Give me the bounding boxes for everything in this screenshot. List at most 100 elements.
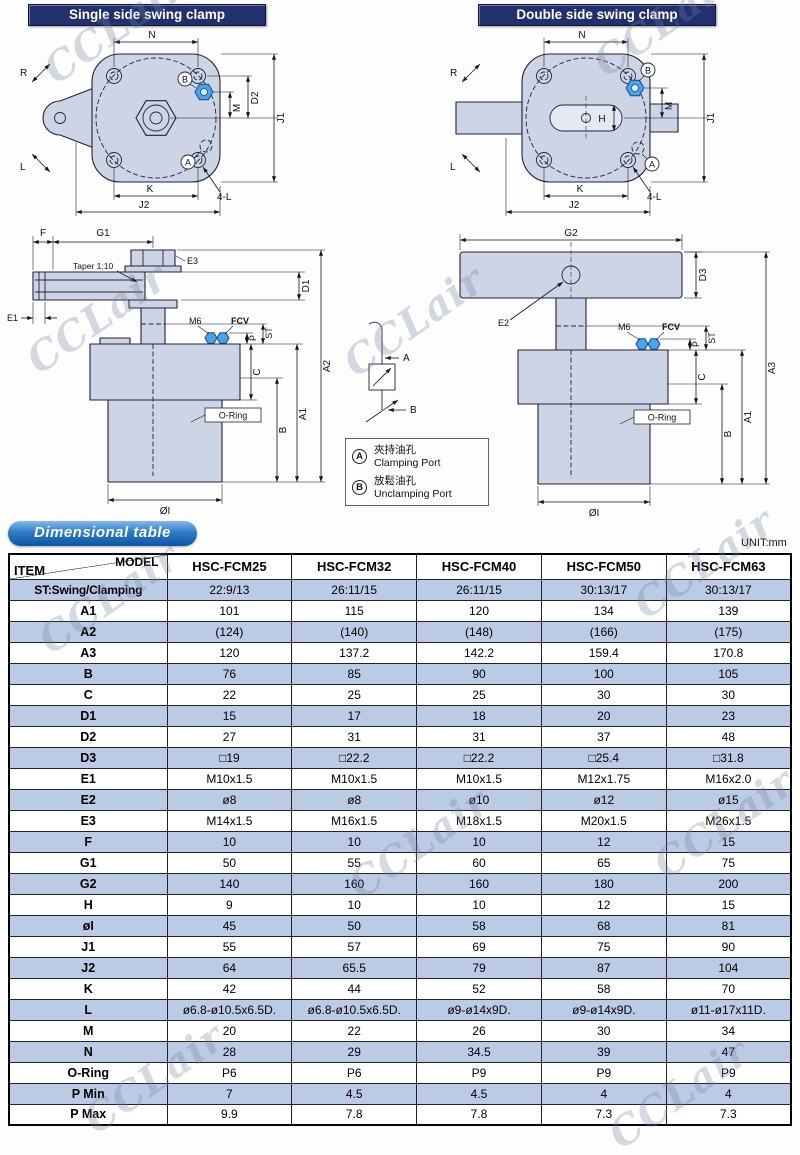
row-value-cell: M18x1.5: [416, 809, 542, 832]
double-clamp-side-body: [459, 242, 683, 485]
row-value-cell: 12: [540, 893, 667, 916]
row-value-cell: (166): [540, 620, 667, 643]
row-value-cell: 7.8: [416, 1103, 542, 1126]
row-item-label: M: [8, 1019, 168, 1042]
row-value-cell: 20: [540, 704, 667, 727]
row-value-cell: 4.5: [291, 1082, 418, 1105]
double-side-dimensions: G2 D3 E2 M6 FCV P ST C B A1: [459, 228, 778, 519]
dim-label-b: B: [278, 426, 289, 433]
port-b-symbol: B: [352, 480, 367, 496]
dim-label-e3: E3: [187, 256, 198, 266]
dim-label-4l: 4-L: [217, 192, 232, 203]
port-a-label: A: [649, 160, 655, 170]
dim-label-g1: G1: [96, 228, 110, 239]
row-value-cell: 30: [540, 1019, 667, 1042]
dim-label-4l: 4-L: [647, 192, 662, 203]
dim-label-a1: A1: [743, 410, 754, 423]
port-legend: A 夾持油孔 Clamping Port B 放鬆油孔 Unclamping P…: [345, 438, 489, 507]
row-value-cell: □22.2: [291, 746, 418, 769]
row-value-cell: 104: [665, 956, 792, 979]
dim-label-e2: E2: [498, 318, 509, 328]
row-value-cell: 140: [166, 872, 293, 895]
double-top-view-drawing: N R L B A H M J1 K: [450, 30, 717, 216]
dimensional-table-title: Dimensional table: [8, 521, 197, 546]
row-value-cell: ø6.8-ø10.5x6.5D.: [291, 998, 418, 1021]
row-value-cell: □31.8: [665, 746, 792, 769]
unit-label: UNIT:mm: [741, 537, 787, 549]
dim-label-j1: J1: [276, 112, 287, 123]
row-value-cell: ø9-ø14x9D.: [416, 998, 542, 1021]
row-value-cell: 10: [291, 830, 418, 853]
row-value-cell: ø9-ø14x9D.: [540, 998, 667, 1021]
table-row-d3: D3□19□22.2□22.2□25.4□31.8: [8, 746, 792, 769]
unclamping-port-cn: 放鬆油孔: [374, 475, 416, 488]
row-value-cell: ø11-ø17x11D.: [665, 998, 792, 1021]
row-value-cell: 15: [665, 830, 792, 853]
row-value-cell: 58: [416, 914, 542, 937]
clamping-port-cn: 夾持油孔: [374, 444, 416, 456]
dim-label-p: P: [248, 335, 258, 341]
row-value-cell: 170.8: [665, 641, 792, 664]
clamping-port-en: Clamping Port: [374, 456, 441, 469]
row-value-cell: M20x1.5: [540, 809, 667, 832]
single-clamp-top-body: [42, 53, 221, 183]
row-item-label: G2: [8, 872, 168, 895]
row-value-cell: 25: [291, 683, 418, 706]
row-item-label: L: [8, 998, 168, 1021]
row-value-cell: 139: [665, 599, 792, 622]
dim-label-m: M: [664, 102, 675, 110]
row-item-label: F: [8, 830, 168, 853]
dim-label-m6: M6: [189, 316, 202, 326]
row-value-cell: M14x1.5: [166, 809, 293, 832]
dim-label-a2: A2: [322, 359, 333, 372]
dim-label-h: H: [598, 114, 605, 125]
row-item-label: B: [8, 662, 168, 685]
port-b-fitting: [194, 83, 214, 101]
dim-label-j1: J1: [706, 112, 717, 123]
hydraulic-schematic: A B: [365, 321, 417, 423]
swing-label-l: L: [20, 162, 26, 173]
row-value-cell: 120: [416, 599, 542, 622]
row-value-cell: 137.2: [291, 641, 418, 664]
row-value-cell: M16x1.5: [291, 809, 418, 832]
row-value-cell: 7.3: [665, 1103, 792, 1126]
row-item-label: C: [8, 683, 168, 706]
row-value-cell: 34: [665, 1019, 792, 1042]
single-top-dimensions: N R L B A M D2 J1 K: [20, 30, 287, 216]
row-value-cell: 85: [291, 662, 418, 685]
row-value-cell: 30:13/17: [540, 578, 667, 601]
row-value-cell: 52: [416, 977, 542, 1000]
row-value-cell: 20: [166, 1019, 293, 1042]
row-item-label: J1: [8, 935, 168, 958]
row-value-cell: □19: [166, 746, 293, 769]
row-value-cell: 17: [291, 704, 418, 727]
row-value-cell: 30:13/17: [665, 578, 792, 601]
row-value-cell: 76: [166, 662, 293, 685]
schematic-port-b-label: B: [410, 405, 417, 416]
dim-label-a3: A3: [767, 361, 778, 374]
row-value-cell: 25: [416, 683, 542, 706]
dim-label-f: F: [40, 228, 46, 239]
dim-label-b: B: [723, 430, 734, 437]
row-value-cell: 64: [166, 956, 293, 979]
row-value-cell: (175): [665, 620, 792, 643]
dim-label-k: K: [147, 184, 154, 195]
row-item-label: D3: [8, 746, 168, 769]
row-value-cell: 12: [540, 830, 667, 853]
dim-label-fcv: FCV: [231, 316, 249, 326]
o-ring-label: O-Ring: [648, 413, 677, 423]
row-value-cell: 4: [665, 1082, 792, 1105]
row-value-cell: 68: [540, 914, 667, 937]
row-value-cell: 55: [291, 851, 418, 874]
row-item-label: D2: [8, 725, 168, 748]
fcv-fitting: [204, 332, 230, 344]
row-value-cell: 15: [665, 893, 792, 916]
double-top-dimensions: N R L B A H M J1 K: [450, 30, 717, 216]
dim-label-n: N: [578, 30, 585, 41]
